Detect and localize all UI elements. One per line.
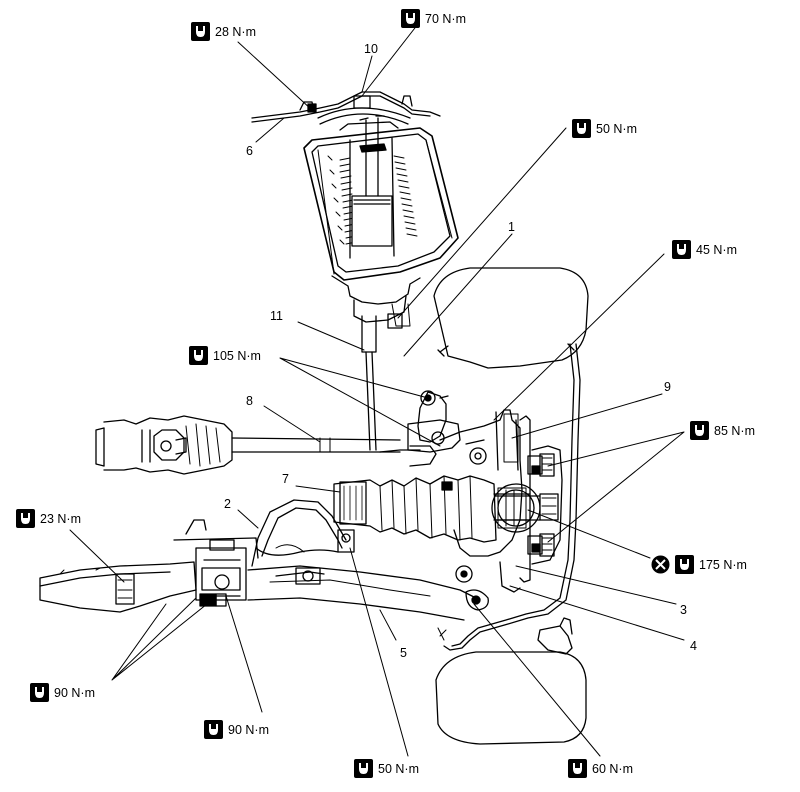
callout-1: 1 <box>508 220 515 234</box>
callout-6: 6 <box>246 144 253 158</box>
torque-value: 60 N·m <box>592 761 633 776</box>
circle-cross-icon <box>651 555 670 574</box>
wrench-torque-icon <box>16 509 35 528</box>
tie-rod <box>379 445 437 467</box>
wrench-torque-icon <box>30 683 49 702</box>
torque-label-23: 23 N·m <box>16 509 81 528</box>
wrench-torque-icon <box>568 759 587 778</box>
torque-label-50-bottom: 50 N·m <box>354 759 419 778</box>
torque-label-60: 60 N·m <box>568 759 633 778</box>
callout-11: 11 <box>270 309 283 323</box>
torque-label-45: 45 N·m <box>672 240 737 259</box>
torque-label-105: 105 N·m <box>189 346 261 365</box>
torque-label-85: 85 N·m <box>690 421 755 440</box>
wrench-torque-icon <box>204 720 223 739</box>
wrench-torque-icon <box>354 759 373 778</box>
callout-3: 3 <box>680 603 687 617</box>
torque-label-70: 70 N·m <box>401 9 466 28</box>
brake-hose <box>443 343 581 655</box>
callout-7: 7 <box>282 472 289 486</box>
torque-value: 90 N·m <box>228 722 269 737</box>
tire-upper <box>433 267 589 369</box>
drive-shaft <box>95 415 531 543</box>
torque-value: 50 N·m <box>596 121 637 136</box>
torque-label-28: 28 N·m <box>191 22 256 41</box>
torque-label-175: 175 N·m <box>651 555 747 574</box>
torque-value: 105 N·m <box>213 348 261 363</box>
wrench-torque-icon <box>690 421 709 440</box>
torque-value: 90 N·m <box>54 685 95 700</box>
callout-9: 9 <box>664 380 671 394</box>
callout-10: 10 <box>364 42 378 56</box>
torque-value: 50 N·m <box>378 761 419 776</box>
torque-value: 23 N·m <box>40 511 81 526</box>
wrench-torque-icon <box>191 22 210 41</box>
torque-label-90-bottom: 90 N·m <box>204 720 269 739</box>
lower-arm <box>39 519 481 621</box>
stabilizer-bar <box>251 499 355 567</box>
callout-4: 4 <box>690 639 697 653</box>
torque-value: 175 N·m <box>699 557 747 572</box>
torque-label-50-top: 50 N·m <box>572 119 637 138</box>
knuckle-hub <box>417 390 563 611</box>
strut-assembly <box>251 91 459 451</box>
torque-value: 45 N·m <box>696 242 737 257</box>
wrench-torque-icon <box>189 346 208 365</box>
torque-value: 85 N·m <box>714 423 755 438</box>
leader-lines <box>69 23 685 757</box>
wrench-torque-icon <box>672 240 691 259</box>
torque-label-90-left: 90 N·m <box>30 683 95 702</box>
wrench-torque-icon <box>675 555 694 574</box>
torque-value: 70 N·m <box>425 11 466 26</box>
torque-value: 28 N·m <box>215 24 256 39</box>
callout-5: 5 <box>400 646 407 660</box>
callout-8: 8 <box>246 394 253 408</box>
callout-2: 2 <box>224 497 231 511</box>
wrench-torque-icon <box>401 9 420 28</box>
tire-lower <box>435 627 587 745</box>
wrench-torque-icon <box>572 119 591 138</box>
